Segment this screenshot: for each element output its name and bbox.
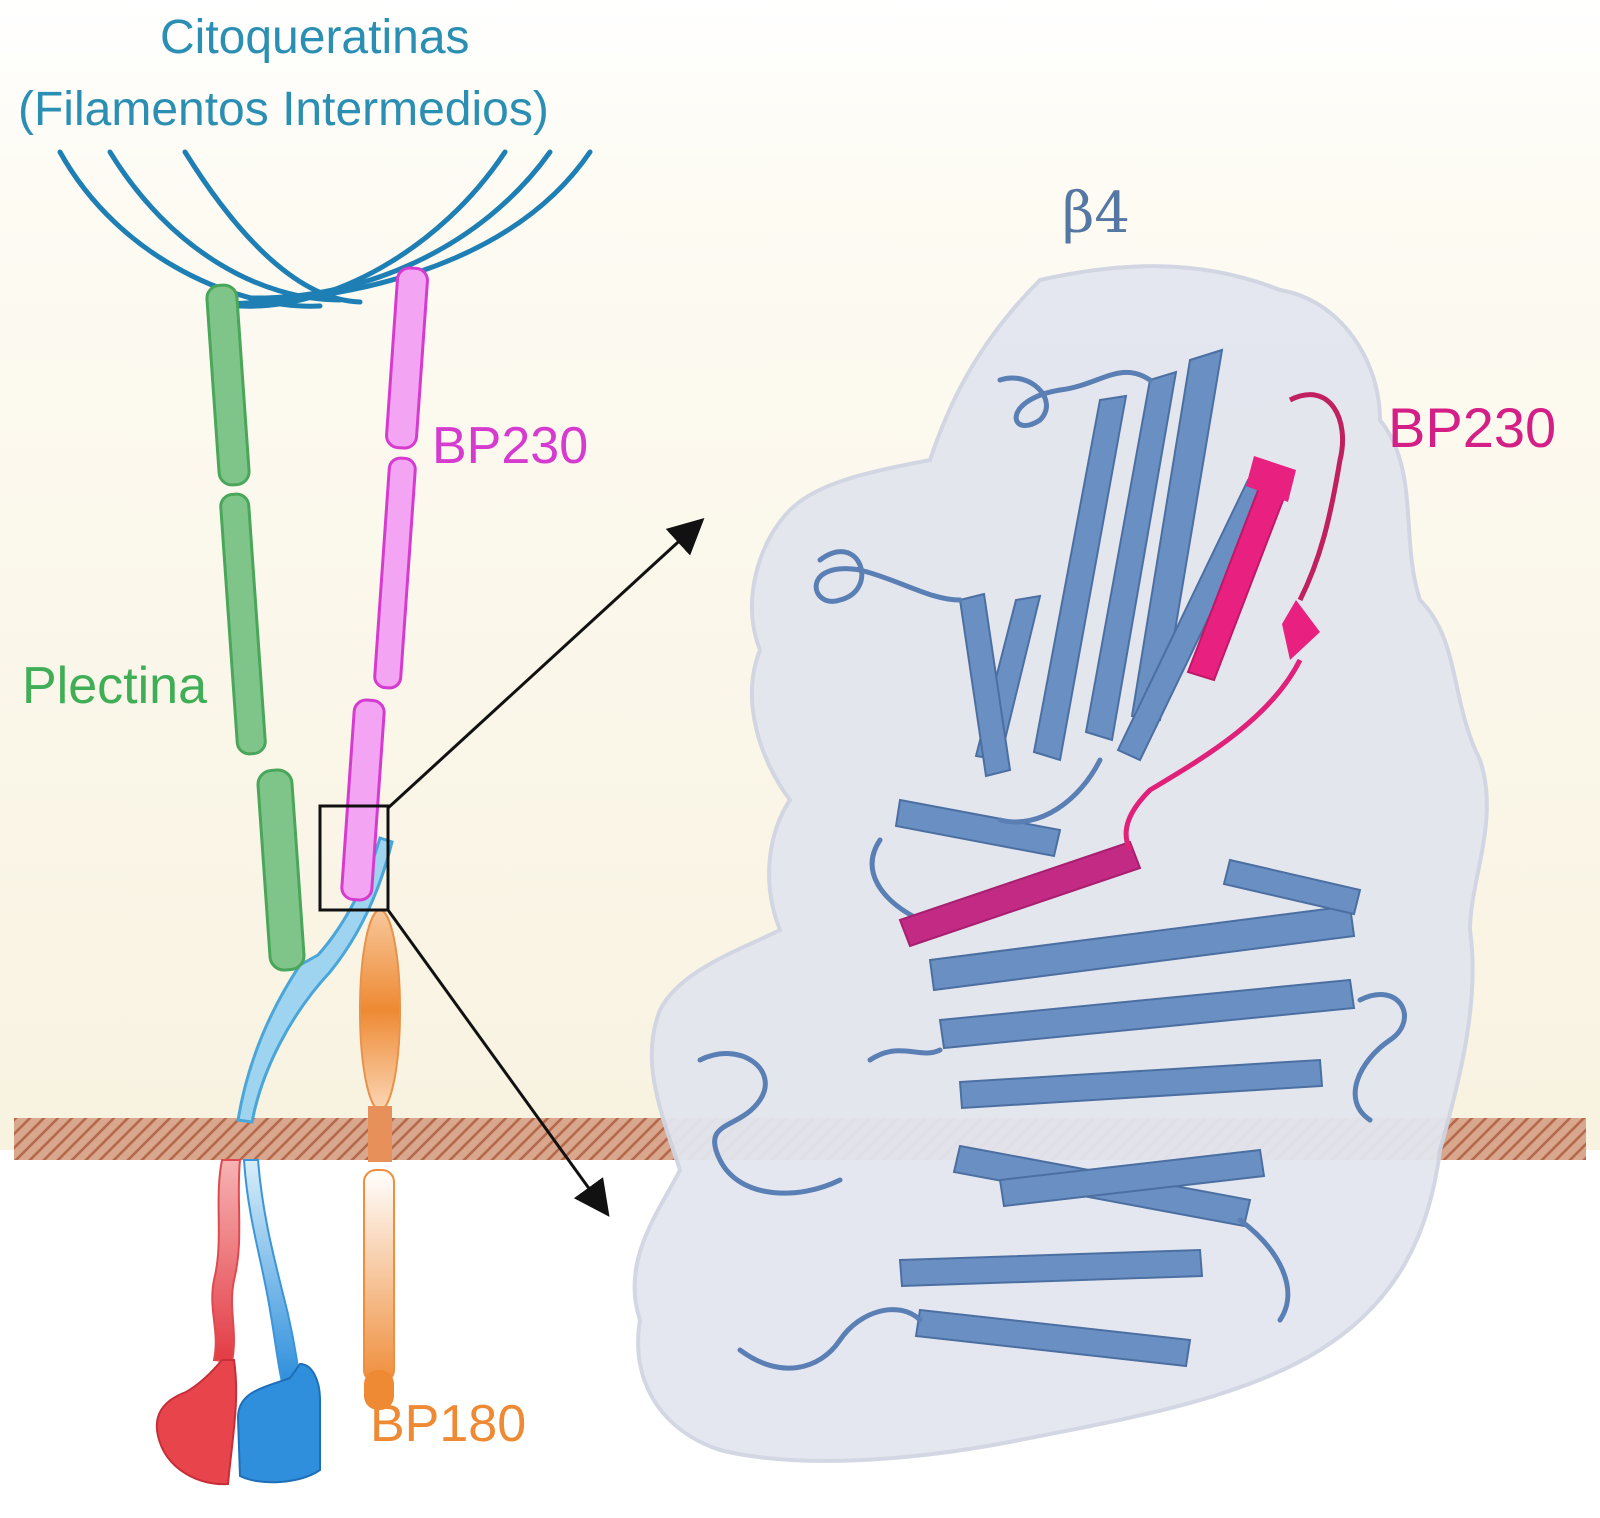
zoom-inset-box xyxy=(318,804,390,912)
lower-domain-ribbons xyxy=(898,858,1362,1368)
bp230-schematic xyxy=(340,266,429,902)
plectin-label: Plectina xyxy=(22,657,207,715)
cytokeratin-filaments xyxy=(57,149,593,309)
bp180-schematic xyxy=(359,909,401,1410)
beta4-protein-structure xyxy=(632,264,1489,1463)
zoom-arrow-bottom xyxy=(386,909,610,1217)
bp180-label: BP180 xyxy=(370,1395,527,1453)
alpha6-extracellular-domain xyxy=(155,1359,238,1486)
protein-surface xyxy=(632,264,1489,1463)
lower-domain-loops xyxy=(697,992,1407,1371)
zoom-arrow-top xyxy=(386,517,705,810)
cytokeratins-label: Citoqueratinas xyxy=(160,11,470,64)
plectin-schematic xyxy=(205,283,306,972)
upper-domain-loops xyxy=(813,369,1153,923)
beta4-label: β4 xyxy=(1062,181,1131,246)
bp230-structure-label: BP230 xyxy=(1388,396,1557,459)
beta4-extracellular-domain xyxy=(236,1362,321,1484)
bp230-peptide-ribbons xyxy=(898,392,1346,948)
bp230-schematic-label: BP230 xyxy=(432,417,589,475)
upper-domain-ribbons xyxy=(894,348,1274,858)
intermediate-filaments-label: (Filamentos Intermedios) xyxy=(18,83,549,136)
alpha6-integrin-schematic xyxy=(155,1159,242,1486)
